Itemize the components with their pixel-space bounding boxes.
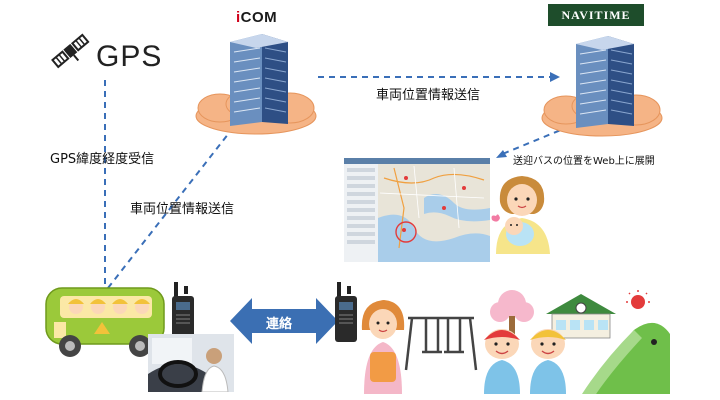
satellite-icon [51, 33, 90, 69]
navitime-logo-text: NAVITIME [561, 7, 631, 22]
radio-transceiver-icon-kindergarten [335, 282, 357, 342]
school-bus-illustration [45, 287, 165, 357]
icom-logo: iCOM [236, 9, 277, 26]
icom-to-navitime-arrowhead [550, 72, 560, 82]
driver-photo [148, 334, 234, 392]
navitime-server-icon [541, 36, 663, 137]
mother-baby-illustration [491, 176, 550, 254]
icom-logo-text: COM [240, 9, 278, 26]
web-display-label: 送迎バスの位置をWeb上に展開 [513, 156, 655, 167]
contact-label: 連絡 [266, 317, 293, 332]
radio-transceiver-icon-bus [172, 282, 194, 340]
icom-logo-prefix: i [236, 9, 241, 26]
icom-building [230, 34, 288, 126]
cherry-tree [490, 290, 534, 338]
bus-to-icom-line [107, 114, 244, 289]
icom-server-icon [195, 34, 317, 135]
navitime-to-map-arrowhead [496, 150, 507, 158]
gps-label: GPS [96, 40, 163, 73]
navitime-logo: NAVITIME [548, 4, 644, 26]
navitime-building [576, 36, 634, 128]
web-map-screenshot [344, 158, 490, 262]
slide [582, 322, 670, 394]
kindergarten-building [546, 294, 616, 339]
kindergarten-illustration [361, 290, 670, 394]
child-figure-left [484, 329, 520, 394]
sun-icon [626, 290, 650, 309]
gps-receive-label: GPS緯度経度受信 [50, 152, 155, 167]
child-figure-right [530, 329, 566, 394]
swing [404, 316, 478, 371]
vehicle-position-label-top: 車両位置情報送信 [376, 88, 481, 103]
teacher-figure [361, 300, 405, 394]
contact-double-arrow [230, 298, 338, 344]
vehicle-position-label-left: 車両位置情報送信 [130, 202, 235, 217]
